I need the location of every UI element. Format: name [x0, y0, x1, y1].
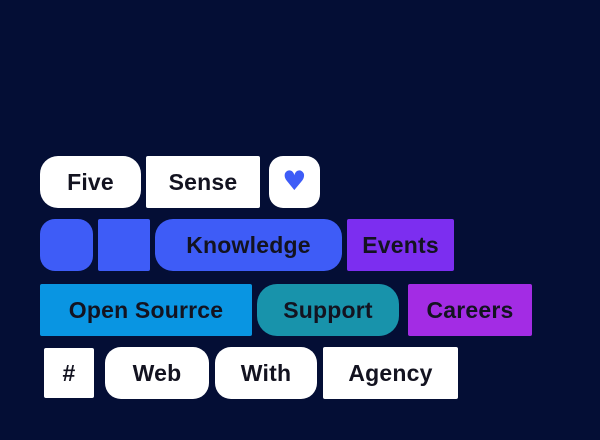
knowledge-button[interactable]: Knowledge [155, 219, 342, 271]
open-source-button[interactable]: Open Sourrce [40, 284, 252, 336]
hash-button[interactable]: # [44, 348, 94, 398]
heart-button[interactable]: ♥ [269, 156, 320, 208]
tag-row-1: Five Sense ♥ [40, 156, 320, 208]
heart-icon: ♥ [282, 165, 307, 197]
support-button[interactable]: Support [257, 284, 399, 336]
tag-row-2: Knowledge Events [40, 219, 454, 271]
agency-button[interactable]: Agency [323, 347, 458, 399]
events-button[interactable]: Events [347, 219, 454, 271]
blank-tile-square [98, 219, 150, 271]
tag-row-3: Open Sourrce Support Careers [40, 284, 532, 336]
tag-row-4: # Web With Agency [44, 347, 458, 399]
with-button[interactable]: With [215, 347, 317, 399]
careers-button[interactable]: Careers [408, 284, 532, 336]
sense-button[interactable]: Sense [146, 156, 260, 208]
web-button[interactable]: Web [105, 347, 209, 399]
blank-tile-rounded [40, 219, 93, 271]
five-button[interactable]: Five [40, 156, 141, 208]
